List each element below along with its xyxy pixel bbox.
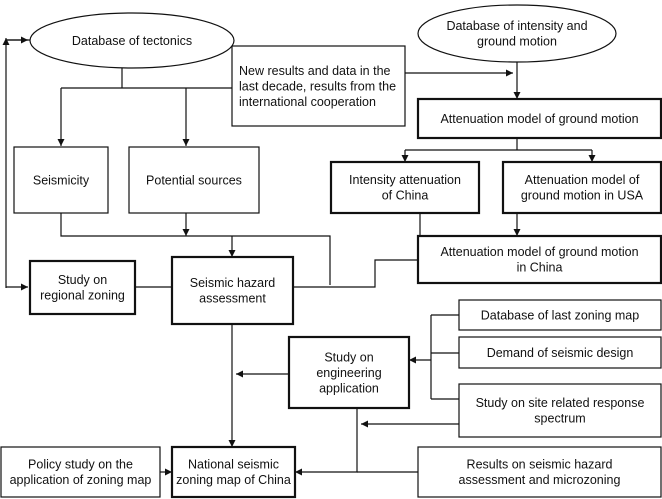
node-site-response: Study on site related response spectrum [458,383,662,438]
node-label-line: Study on [324,350,373,364]
node-shape [458,299,662,331]
connectors [2,36,596,476]
node-label-line: spectrum [534,412,585,426]
node-shape [231,45,406,127]
node-label-line: Database of tectonics [72,34,192,48]
node-label-line: assessment [199,292,266,306]
node-label-line: last decade, results from the [239,79,396,93]
node-shape [458,336,662,369]
node-label-line: New results and data in the [239,64,391,78]
node-shape [458,383,662,438]
node-seismicity: Seismicity [13,146,109,214]
node-shape [416,234,662,285]
node-label-line: Attenuation model of ground motion [440,112,638,126]
node-label-line: Attenuation model of [525,173,640,187]
node-label-line: Intensity attenuation [349,173,461,187]
node-label-line: Database of last zoning map [481,308,639,322]
node-label-line: Seismicity [33,173,90,187]
node-db-last-zoning: Database of last zoning map [458,299,662,331]
node-shape [416,97,662,140]
node-label-line: Demand of seismic design [487,346,634,360]
node-shape [170,445,297,499]
node-atten-model-gm: Attenuation model of ground motion [416,97,662,140]
node-label-line: Study on site related response [476,396,645,410]
node-shape [170,255,295,326]
node-label-line: international cooperation [239,95,376,109]
node-db-intensity: Database of intensity and ground motion [417,4,617,63]
node-label-line: zoning map of China [176,473,291,487]
connector-loop-to-tectonics [5,36,28,288]
node-shape [417,446,662,498]
node-intensity-atten-china: Intensity attenuation of China [329,160,481,215]
connector-atten-china-to-hazard [293,259,418,288]
node-label-line: regional zoning [40,289,125,303]
node-shape [417,4,617,63]
node-db-tectonics: Database of tectonics [29,12,235,69]
node-label-line: application of zoning map [10,473,152,487]
node-shape [0,446,161,498]
node-label-line: engineering [316,366,381,380]
connector-engineering-down [295,408,358,476]
node-atten-model-usa: Attenuation model of ground motion in USA [501,160,662,215]
node-potential-sources: Potential sources [128,146,260,214]
node-label-line: Policy study on the [28,458,133,472]
nodes: Database of tectonics Database of intensi… [0,4,662,499]
node-label-line: application [319,381,379,395]
node-shape [28,259,137,316]
node-shape [329,160,481,215]
node-label-line: ground motion in USA [521,189,644,203]
node-label-line: Attenuation model of ground motion [440,245,638,259]
node-atten-model-china: Attenuation model of ground motion in Chi… [416,234,662,285]
node-label-line: National seismic [188,458,279,472]
node-label-line: Study on [58,273,107,287]
node-shape [13,146,109,214]
connector-seismicity-down [60,213,331,285]
node-seismic-hazard: Seismic hazard assessment [170,255,295,326]
node-label-line: ground motion [477,35,557,49]
node-regional-zoning: Study on regional zoning [28,259,137,316]
node-shape [287,335,411,410]
node-label-line: Seismic hazard [190,276,275,290]
node-label-line: Results on seismic hazard [467,458,613,472]
node-demand-design: Demand of seismic design [458,336,662,369]
node-label-line: of China [382,189,429,203]
node-shape [501,160,662,215]
node-label-line: Potential sources [146,173,242,187]
node-label-line: in China [517,261,563,275]
node-label-line: assessment and microzoning [459,473,621,487]
node-shape [128,146,260,214]
node-label-line: Database of intensity and [446,19,587,33]
node-shape [29,12,235,69]
